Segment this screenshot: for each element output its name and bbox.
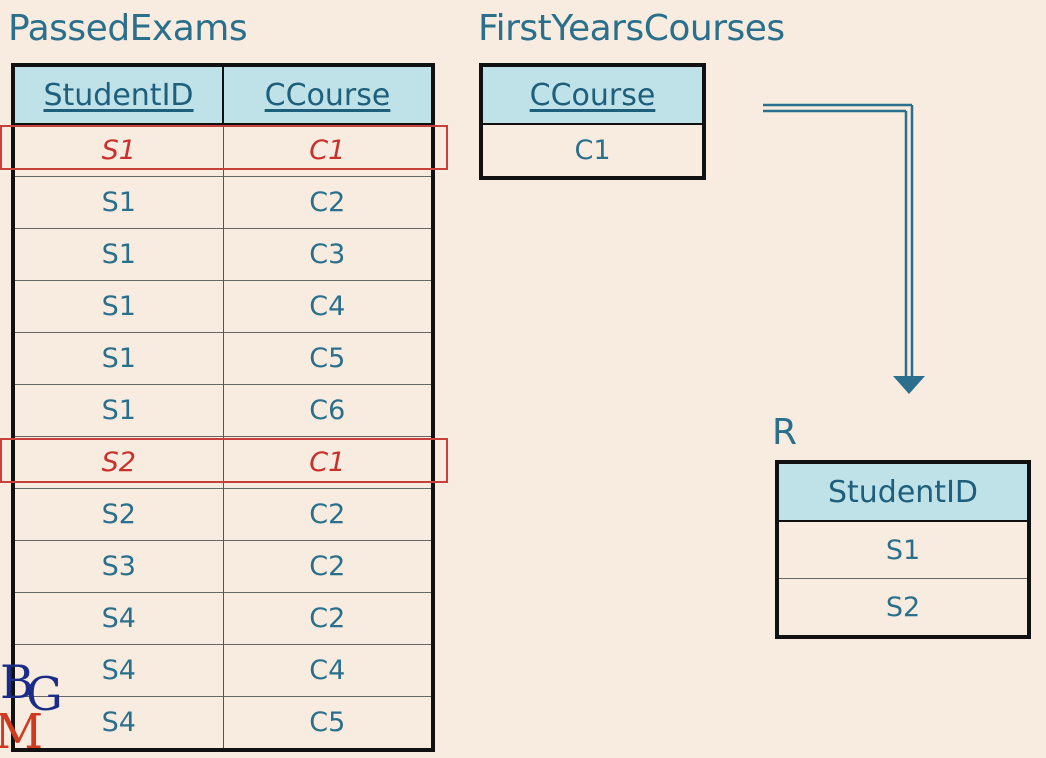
student-id-cell: S4 [12, 592, 224, 645]
course-cell: C4 [222, 644, 434, 697]
first-years-courses-header-ccourse: CCourse [480, 64, 705, 125]
result-row: S2 [776, 578, 1030, 637]
svg-text:B: B [0, 655, 34, 709]
passed-exams-header-ccourse: CCourse [222, 64, 434, 125]
student-id-cell: S3 [12, 540, 224, 593]
passed-exams-header-row: StudentID CCourse [12, 64, 434, 125]
student-id-cell: S2 [776, 578, 1030, 637]
course-cell: C5 [222, 696, 434, 750]
result-row: S1 [776, 520, 1030, 579]
svg-text:G: G [26, 667, 63, 721]
course-cell: C2 [222, 592, 434, 645]
highlight-box-s1-c1 [0, 125, 448, 170]
first-years-courses-title: FirstYearsCourses [478, 8, 785, 49]
course-cell: C2 [222, 488, 434, 541]
highlight-box-s2-c1 [0, 438, 448, 483]
svg-text:M: M [0, 704, 43, 752]
first-years-courses-row: C1 [480, 123, 705, 178]
student-id-cell: S1 [12, 228, 224, 281]
result-header-studentid: StudentID [776, 461, 1030, 522]
student-id-cell: S1 [12, 123, 224, 177]
course-cell: C1 [222, 436, 434, 489]
course-cell: C3 [222, 228, 434, 281]
student-id-cell: S4 [12, 644, 224, 697]
course-cell: C6 [222, 384, 434, 437]
first-years-courses-table: CCourse C1 [479, 63, 706, 180]
first-years-courses-header-row: CCourse [480, 64, 705, 125]
course-cell: C4 [222, 280, 434, 333]
flow-arrow [763, 103, 925, 394]
student-id-cell: S2 [12, 436, 224, 489]
passed-exams-title: PassedExams [8, 8, 248, 49]
course-cell: C1 [222, 123, 434, 177]
student-id-cell: S2 [12, 488, 224, 541]
course-cell: C2 [222, 176, 434, 229]
arrowhead-icon [893, 376, 925, 394]
student-id-cell: S1 [12, 280, 224, 333]
result-header-row: StudentID [776, 461, 1030, 522]
passed-exams-header-studentid: StudentID [12, 64, 224, 125]
student-id-cell: S1 [12, 332, 224, 385]
student-id-cell: S1 [12, 176, 224, 229]
student-id-cell: S1 [12, 384, 224, 437]
course-cell: C1 [480, 123, 705, 178]
student-id-cell: S1 [776, 520, 1030, 579]
student-id-cell: S4 [12, 696, 224, 750]
course-cell: C5 [222, 332, 434, 385]
result-title: R [772, 412, 797, 453]
bmg-logo: B G M [0, 655, 63, 752]
course-cell: C2 [222, 540, 434, 593]
